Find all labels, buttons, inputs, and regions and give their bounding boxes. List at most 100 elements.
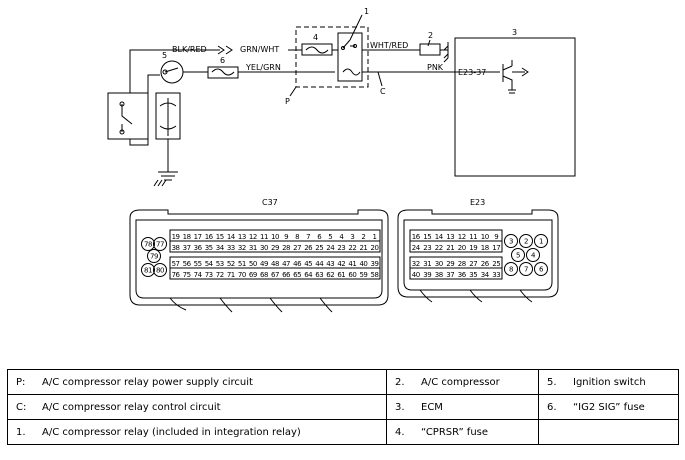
c37-pin-label: 16 <box>205 233 214 241</box>
e23-round-pin-label: 3 <box>509 238 513 246</box>
c37-pin-label: 61 <box>337 271 345 279</box>
c37-pin-label: 36 <box>194 244 203 252</box>
c37-pin-label: 56 <box>183 260 192 268</box>
legend-key: P: <box>16 376 26 388</box>
c37-round-pin-label: 81 <box>144 267 152 275</box>
c37-pin-label: 68 <box>260 271 268 279</box>
legend-key: 1. <box>16 426 26 438</box>
c37-pin-label: 39 <box>371 260 379 268</box>
c37-pin-label: 44 <box>315 260 324 268</box>
e23-round-pin-label: 2 <box>524 238 528 246</box>
legend-table: P:A/C compressor relay power supply circ… <box>7 369 679 445</box>
legend-cell: 1.A/C compressor relay (included in inte… <box>7 419 387 445</box>
c37-pin-label: 10 <box>271 233 279 241</box>
connector-round-pin <box>526 248 540 262</box>
point-label-p: P <box>285 97 290 106</box>
e23-pin-label: 24 <box>412 244 421 252</box>
c37-pin-label: 31 <box>249 244 257 252</box>
legend-text: Ignition switch <box>573 376 646 388</box>
connector-round-pin <box>141 263 155 277</box>
c37-pin-label: 45 <box>304 260 312 268</box>
ground-symbol <box>153 160 178 187</box>
c37-pin-label: 72 <box>216 271 224 279</box>
c37-pin-label: 21 <box>359 244 367 252</box>
legend-text: A/C compressor <box>421 376 500 388</box>
c37-pin-label: 12 <box>249 233 257 241</box>
c37-pin-label: 8 <box>295 233 299 241</box>
connector-round-pin <box>519 262 533 276</box>
c37-pin-label: 32 <box>238 244 246 252</box>
c37-pin-label: 42 <box>337 260 345 268</box>
c37-pin-label: 49 <box>260 260 268 268</box>
c37-pin-label: 22 <box>348 244 356 252</box>
connector-round-pin <box>153 237 167 251</box>
c37-pin-label: 17 <box>194 233 202 241</box>
c37-pin-label: 27 <box>293 244 301 252</box>
c37-pin-label: 9 <box>284 233 288 241</box>
e23-pin-label: 31 <box>423 260 431 268</box>
legend-cell: 3.ECM <box>386 394 539 420</box>
legend-cell: C:A/C compressor relay control circuit <box>7 394 387 420</box>
e23-pin-label: 37 <box>446 271 454 279</box>
c37-pin-label: 37 <box>183 244 191 252</box>
callout-6: 6 <box>220 56 225 65</box>
callout-5: 5 <box>162 51 167 60</box>
c37-pin-label: 28 <box>282 244 290 252</box>
wire-label-yel-grn: YEL/GRN <box>245 63 281 72</box>
e23-connector-outline <box>397 209 559 298</box>
e23-pin-label: 19 <box>469 244 477 252</box>
c37-pin-label: 75 <box>183 271 191 279</box>
integration-relay-box <box>295 26 369 88</box>
c37-pin-label: 71 <box>227 271 235 279</box>
legend-cell <box>538 419 679 445</box>
c37-pin-label: 5 <box>328 233 332 241</box>
c37-pin-label: 46 <box>293 260 302 268</box>
ecm-box <box>454 37 576 177</box>
e23-round-pin-label: 8 <box>509 266 513 274</box>
e23-round-pin-label: 6 <box>539 266 544 274</box>
legend-key: 3. <box>395 401 405 413</box>
legend-text: “IG2 SIG” fuse <box>573 401 645 413</box>
wire-label-pnk: PNK <box>427 63 444 72</box>
legend-key: 2. <box>395 376 405 388</box>
c37-pin-label: 4 <box>339 233 344 241</box>
ignition-switch-box <box>107 92 149 140</box>
e23-pin-label: 15 <box>423 233 431 241</box>
c37-pin-label: 41 <box>348 260 356 268</box>
legend-cell: 2. A/C compressor <box>386 369 539 395</box>
e23-pin-label: 27 <box>469 260 477 268</box>
c37-pin-label: 69 <box>249 271 257 279</box>
c37-pin-label: 6 <box>317 233 322 241</box>
callout-1: 1 <box>364 7 369 16</box>
e23-pin-label: 20 <box>458 244 466 252</box>
c37-pin-label: 74 <box>194 271 203 279</box>
c37-pin-label: 59 <box>359 271 367 279</box>
legend-text: A/C compressor relay control circuit <box>42 401 221 413</box>
callout-3: 3 <box>512 28 517 37</box>
connector-round-pin <box>504 234 518 248</box>
c37-pin-label: 26 <box>304 244 313 252</box>
e23-pin-label: 39 <box>423 271 431 279</box>
ac-compressor <box>419 43 441 56</box>
c37-pin-label: 7 <box>306 233 310 241</box>
wiring-diagram: BLK/RED GRN/WHT WHT/RED YEL/GRN PNK E23-… <box>107 7 576 313</box>
c37-pin-label: 30 <box>260 244 268 252</box>
c37-pin-label: 76 <box>172 271 181 279</box>
c37-pin-label: 38 <box>172 244 180 252</box>
c37-pin-label: 64 <box>304 271 313 279</box>
c37-pin-label: 3 <box>350 233 354 241</box>
c37-pin-label: 23 <box>337 244 345 252</box>
connector-round-pin <box>504 262 518 276</box>
c37-pin-label: 11 <box>260 233 268 241</box>
e23-pin-label: 9 <box>494 233 498 241</box>
wire-label-grn-wht: GRN/WHT <box>240 45 279 54</box>
c37-round-pin-label: 78 <box>144 241 152 249</box>
ecm-transistor <box>502 60 525 94</box>
c37-pin-label: 34 <box>216 244 225 252</box>
e23-pin-label: 25 <box>492 260 500 268</box>
c37-connector-outline <box>129 209 389 306</box>
e23-pin-label: 35 <box>469 271 477 279</box>
